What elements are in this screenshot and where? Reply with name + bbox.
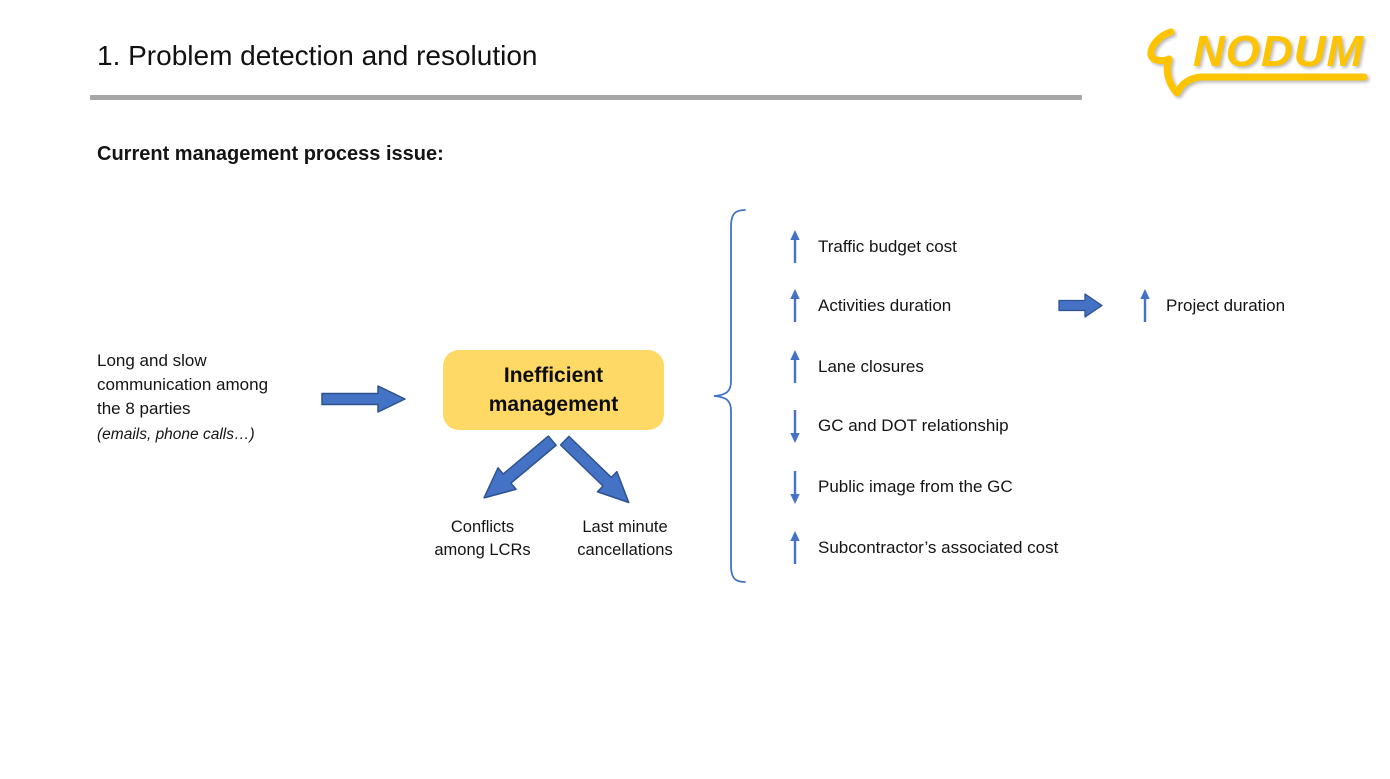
right-block-arrow-icon — [321, 385, 406, 413]
trend-arrow-icon — [788, 530, 802, 566]
effect-row: Subcontractor’s associated cost — [788, 526, 1058, 570]
consequence-row: Project duration — [1138, 284, 1285, 328]
cause-text: Long and slow communication among the 8 … — [97, 351, 269, 418]
effect-row: Activities duration — [788, 284, 951, 328]
right-block-arrow-small-icon — [1058, 293, 1103, 318]
effect-row: GC and DOT relationship — [788, 404, 1009, 448]
inefficient-management-box: Inefficient management — [443, 350, 664, 430]
page-title: 1. Problem detection and resolution — [97, 40, 538, 71]
logo-swoosh-icon — [1147, 28, 1368, 97]
effect-label: Public image from the GC — [818, 477, 1013, 496]
curly-brace-icon — [713, 209, 746, 583]
trend-arrow-icon — [788, 408, 802, 444]
logo-wordmark: NODUM — [1193, 27, 1365, 76]
consequence-label: Project duration — [1166, 296, 1286, 315]
section-subtitle: Current management process issue: — [97, 143, 444, 165]
down-right-block-arrow-icon — [559, 435, 630, 504]
effect-row: Lane closures — [788, 345, 924, 389]
effect-label: Traffic budget cost — [818, 237, 957, 256]
trend-arrow-icon — [788, 288, 802, 324]
effect-row: Traffic budget cost — [788, 225, 957, 269]
title-divider — [90, 95, 1082, 100]
center-box-label: Inefficient management — [488, 364, 619, 416]
trend-arrow-icon — [788, 469, 802, 505]
effect-label: Activities duration — [818, 296, 952, 315]
trend-arrow-icon — [788, 349, 802, 385]
trend-arrow-icon — [1138, 288, 1152, 324]
effect-label: GC and DOT relationship — [818, 416, 1009, 435]
sub-effect-conflicts: Conflicts among LCRs — [434, 518, 531, 559]
down-left-block-arrow-icon — [483, 435, 557, 499]
effect-label: Subcontractor’s associated cost — [818, 538, 1059, 557]
cause-note: (emails, phone calls…) — [97, 426, 255, 443]
sub-effect-cancellations: Last minute cancellations — [577, 518, 673, 559]
nodum-logo: NODUM — [1147, 27, 1368, 97]
effect-label: Lane closures — [818, 357, 924, 376]
trend-arrow-icon — [788, 229, 802, 265]
effect-row: Public image from the GC — [788, 465, 1013, 509]
